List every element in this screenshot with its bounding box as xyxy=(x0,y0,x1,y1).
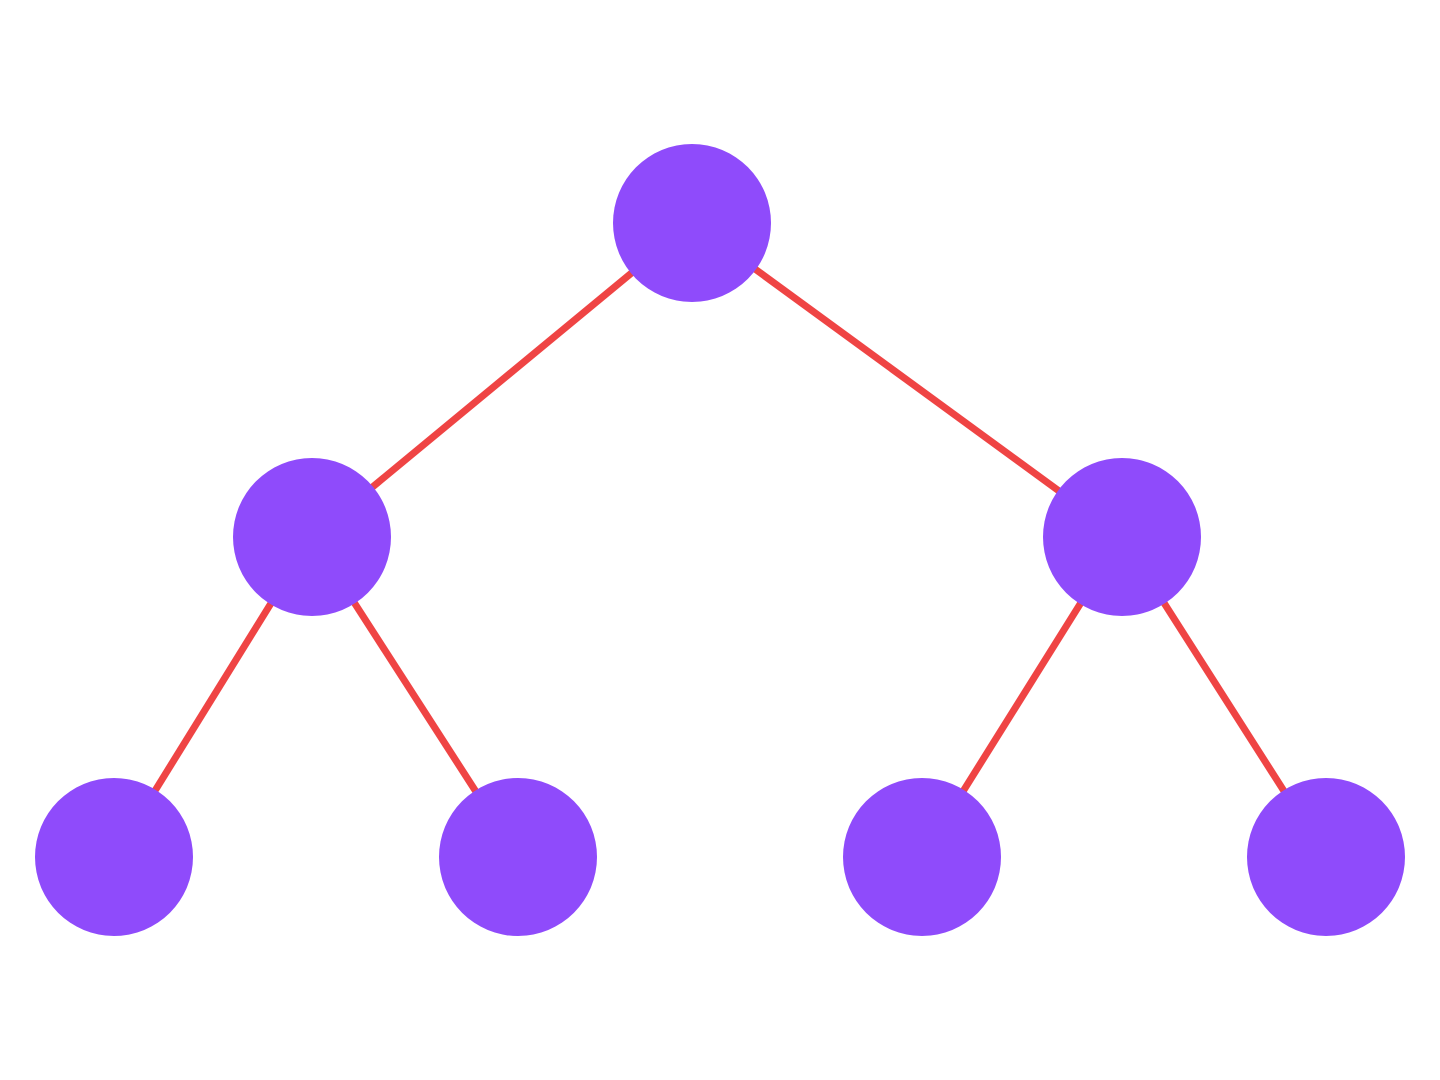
nodes-layer xyxy=(35,144,1405,936)
node-left-right-leaf xyxy=(439,778,597,936)
edge-root-to-left-child xyxy=(309,220,695,540)
edge-root-to-right-child xyxy=(689,220,1125,540)
node-left-child xyxy=(233,458,391,616)
node-right-right-leaf xyxy=(1247,778,1405,936)
node-right-child xyxy=(1043,458,1201,616)
node-left-left-leaf xyxy=(35,778,193,936)
node-right-left-leaf xyxy=(843,778,1001,936)
node-root xyxy=(613,144,771,302)
